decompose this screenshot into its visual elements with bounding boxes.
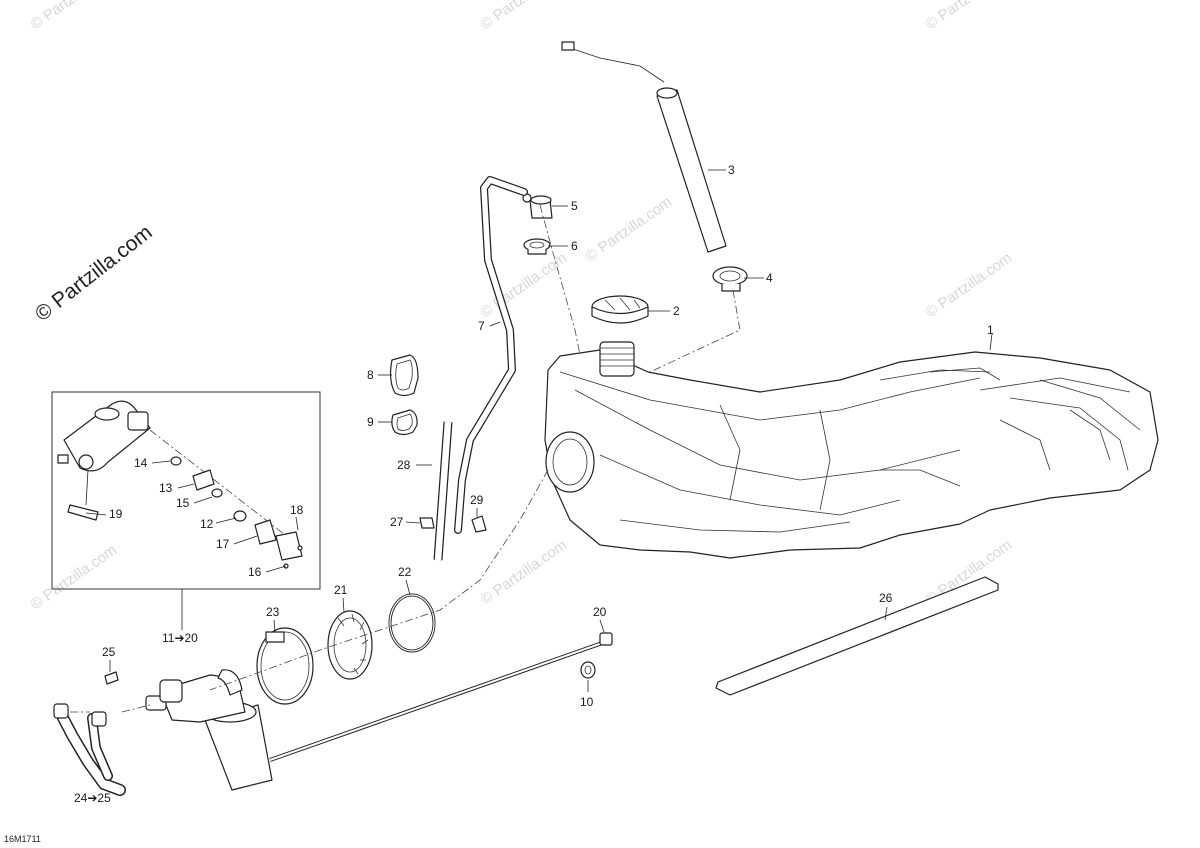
- callout-labels: 1 2 3 4 5 6 7 8 9 28 27 29 22 21 23 25 2…: [74, 163, 994, 805]
- callout-19: 19: [109, 507, 123, 521]
- hose-28: [433, 421, 453, 561]
- assembly-lines: [70, 204, 741, 713]
- detail-frame: [51, 391, 321, 590]
- grommet-10: [580, 661, 596, 679]
- callout-7: 7: [478, 319, 485, 333]
- vent-valve: [522, 193, 553, 219]
- callout-9: 9: [367, 415, 374, 429]
- callout-14: 14: [134, 456, 148, 470]
- callout-5: 5: [571, 199, 578, 213]
- watermark: © Partzilla.com: [28, 0, 121, 33]
- drawing-code: 16M1711: [4, 834, 41, 844]
- fuel-pump-assembly: [145, 632, 613, 791]
- fuel-level-sender: [561, 41, 727, 253]
- watermark: © Partzilla.com: [583, 193, 676, 265]
- vent-hose: [454, 176, 528, 534]
- watermark: © Partzilla.com: [478, 0, 571, 33]
- gasket-9: [391, 409, 418, 436]
- clip-27: [419, 517, 435, 529]
- watermark: © Partzilla.com: [923, 0, 1016, 33]
- callout-11-to-20: 11➔20: [162, 631, 198, 645]
- callout-1: 1: [987, 323, 994, 337]
- callout-27: 27: [390, 515, 404, 529]
- fuel-cap: [591, 295, 649, 324]
- callout-21: 21: [334, 583, 348, 597]
- callout-17: 17: [216, 537, 230, 551]
- callout-6: 6: [571, 239, 578, 253]
- callout-12: 12: [200, 517, 214, 531]
- callout-4: 4: [766, 271, 773, 285]
- pad-26: [715, 576, 999, 696]
- vent-grommet: [523, 238, 551, 255]
- callout-13: 13: [159, 481, 173, 495]
- callout-16: 16: [248, 565, 262, 579]
- callout-2: 2: [673, 304, 680, 318]
- clip-25: [104, 671, 119, 685]
- brand-watermark: © Partzilla.com: [31, 221, 157, 326]
- clip-29: [471, 515, 487, 533]
- gasket-22: [388, 593, 436, 653]
- fuel-hose: [53, 703, 126, 796]
- callout-15: 15: [176, 496, 190, 510]
- callout-23: 23: [266, 605, 280, 619]
- callout-8: 8: [367, 368, 374, 382]
- fuel-tank: [544, 341, 1159, 559]
- callout-28: 28: [397, 458, 411, 472]
- clamp-23: [256, 627, 314, 705]
- callout-29: 29: [470, 493, 484, 507]
- callout-3: 3: [728, 163, 735, 177]
- callout-24-to-25: 24➔25: [74, 791, 111, 805]
- gasket-8: [389, 354, 419, 397]
- watermark: © Partzilla.com: [28, 541, 121, 613]
- watermark: © Partzilla.com: [478, 536, 571, 608]
- pump-module-detail: [57, 400, 303, 569]
- callout-18: 18: [290, 503, 304, 517]
- grommet: [712, 266, 748, 292]
- callout-26: 26: [879, 591, 893, 605]
- callout-22: 22: [398, 565, 412, 579]
- callout-20: 20: [593, 605, 607, 619]
- callout-25: 25: [102, 645, 116, 659]
- leader-lines: [85, 169, 993, 692]
- lock-ring-21: [327, 610, 373, 680]
- watermark: © Partzilla.com: [923, 249, 1016, 321]
- assembly-axis: [149, 429, 303, 549]
- callout-10: 10: [580, 695, 594, 709]
